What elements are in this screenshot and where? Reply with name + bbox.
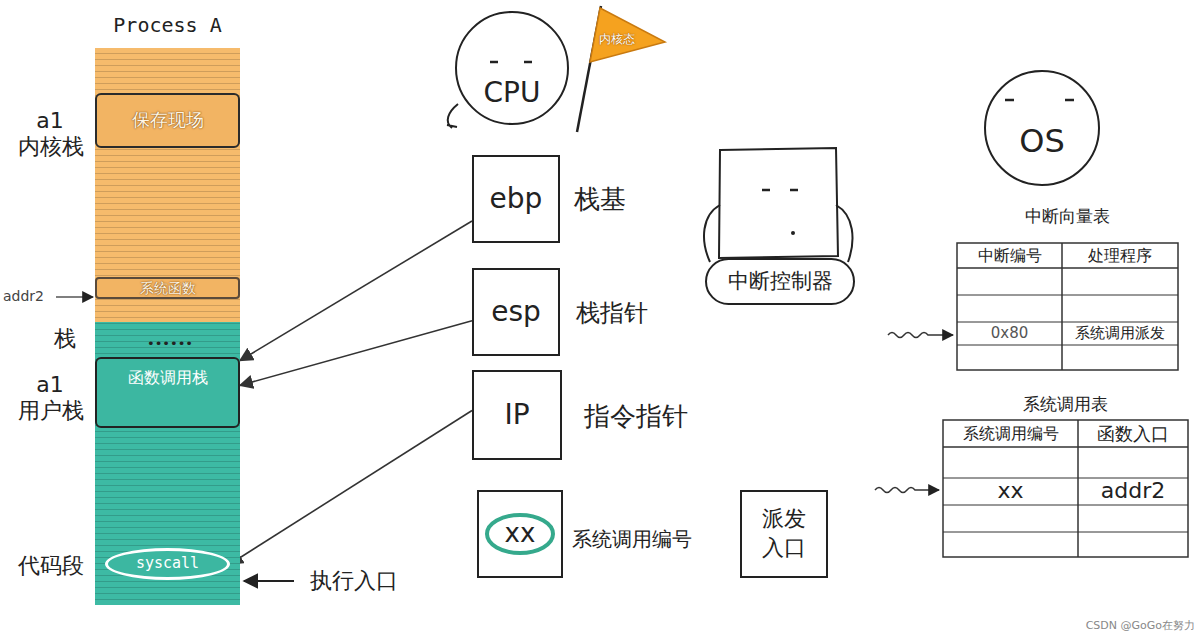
- register-box: ebp栈基: [472, 155, 560, 243]
- table-rule: [943, 505, 1188, 506]
- face-eye: [762, 189, 770, 192]
- register-box: xx系统调用编号: [477, 490, 563, 578]
- text-label: 用户栈: [8, 397, 94, 425]
- dispatch-box: 派发入口: [740, 490, 828, 578]
- controller-arm: [704, 205, 720, 262]
- table-rule: [957, 345, 1178, 346]
- cpu-tail: [447, 104, 458, 128]
- table-frame: [943, 420, 1188, 557]
- text-label: a1: [15, 108, 85, 134]
- node-text: 中断控制器: [728, 269, 833, 293]
- node-text: 内核态: [599, 33, 635, 47]
- text-label: 内核栈: [8, 133, 94, 161]
- node-text: IP: [504, 399, 529, 431]
- kernel-stack-frame: 保存现场: [95, 93, 240, 148]
- node-text: CPU: [484, 77, 541, 109]
- table-rule: [943, 446, 1188, 448]
- text-label: 系统调用编号: [943, 420, 1078, 447]
- node-text: 函数调用栈: [128, 369, 208, 387]
- table-rule: [957, 295, 1178, 296]
- controller-label: 中断控制器: [705, 258, 855, 305]
- wavy-pointer: [875, 488, 939, 493]
- entry-pointer: [244, 580, 294, 582]
- text-label: 栈: [40, 326, 90, 352]
- pointer-arrow: [240, 221, 472, 361]
- node-text: 系统函数: [140, 280, 196, 296]
- node-text: ebp: [490, 183, 543, 215]
- vector-table: 中断向量表: [957, 205, 1178, 370]
- text-label: 代码段: [8, 552, 94, 580]
- text-label: 中断编号: [957, 243, 1062, 268]
- pointer-arrow: [240, 321, 472, 386]
- controller-body: [719, 148, 838, 258]
- node-heading: 指令指针: [584, 402, 688, 432]
- node-text: esp: [491, 296, 541, 328]
- face-eye: [524, 61, 532, 64]
- node-text: 派发入口: [760, 505, 808, 562]
- text-label: xx: [943, 478, 1078, 505]
- mode-flag: 内核态: [585, 6, 670, 66]
- syscall-table: 系统调用表: [943, 393, 1188, 557]
- node-heading: 栈指针: [576, 300, 648, 328]
- process-column: Process A保存现场系统函数函数调用栈syscall: [95, 48, 240, 605]
- register-box: esp栈指针: [472, 268, 560, 356]
- text-label: 系统调用派发: [1062, 322, 1178, 345]
- face-eye: [490, 61, 498, 64]
- table-frame: [957, 243, 1178, 370]
- node-text: 保存现场: [132, 110, 204, 131]
- cpu-circle: CPU: [455, 11, 569, 125]
- wavy-pointer: [888, 333, 953, 338]
- text-label: addr2: [1078, 478, 1188, 505]
- node-heading: 系统调用编号: [572, 528, 692, 551]
- system-function-frame: 系统函数: [95, 277, 240, 299]
- syscall-oval: syscall: [105, 548, 230, 580]
- table-rule: [943, 478, 1188, 479]
- face-mouth: [791, 231, 795, 235]
- node-text: syscall: [136, 555, 199, 572]
- text-label: 处理程序: [1062, 243, 1178, 268]
- register-box: IP指令指针: [472, 370, 562, 460]
- controller-arm: [836, 205, 852, 262]
- text-label: a1: [15, 372, 85, 398]
- flag-cloth: [590, 8, 665, 62]
- text-label: CSDN @GoGo在努力: [1030, 618, 1195, 634]
- text-label: ••••••: [125, 336, 215, 352]
- node-heading: 栈基: [574, 185, 626, 215]
- pointer-arrow: [230, 411, 472, 565]
- node-text: 系统调用表: [943, 395, 1188, 415]
- text-label: 函数入口: [1078, 420, 1188, 447]
- face-eye: [1065, 99, 1074, 102]
- table-rule: [1077, 420, 1079, 557]
- node-text: 中断向量表: [957, 207, 1178, 227]
- call-stack-frame: 函数调用栈: [95, 357, 240, 428]
- face-eye: [790, 189, 798, 192]
- address-pointer: [56, 296, 93, 298]
- node-text: Process A: [85, 14, 250, 37]
- highlight-ring: [487, 515, 553, 553]
- text-label: addr2: [3, 288, 53, 306]
- os-circle: OS: [984, 70, 1100, 186]
- table-rule: [943, 532, 1188, 533]
- table-rule: [1061, 243, 1063, 370]
- face-eye: [1005, 99, 1014, 102]
- table-rule: [957, 267, 1178, 269]
- table-rule: [957, 322, 1178, 323]
- node-text: OS: [1019, 123, 1065, 160]
- node-text: xx: [505, 519, 536, 549]
- text-label: 执行入口: [298, 567, 410, 595]
- text-label: 0x80: [957, 322, 1062, 345]
